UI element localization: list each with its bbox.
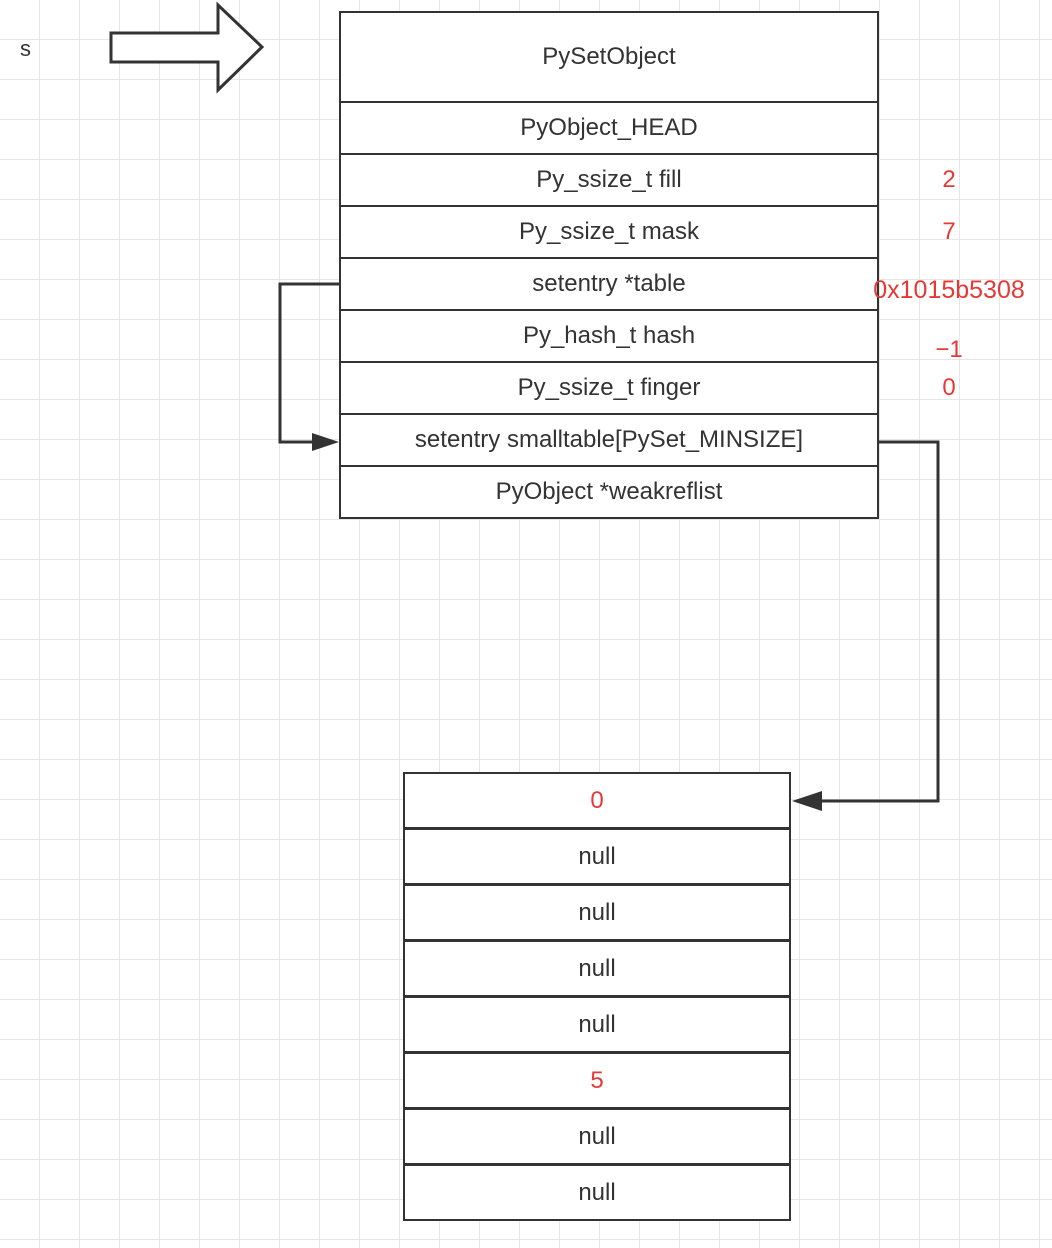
table-entry: 0 [403, 772, 791, 829]
smalltable-pointer-arrowhead-icon [792, 791, 822, 811]
variable-label: s [20, 36, 31, 61]
table-entry: null [403, 996, 791, 1053]
field-table: setentry *table [339, 257, 879, 311]
table-entry: null [403, 1164, 791, 1221]
table-entry: null [403, 828, 791, 885]
finger-value: 0 [942, 374, 956, 401]
hash-value: −1 [935, 336, 963, 363]
field-fill: Py_ssize_t fill [339, 153, 879, 207]
field-pyobject-head: PyObject_HEAD [339, 101, 879, 155]
mask-value: 7 [942, 218, 956, 245]
table-entry: null [403, 884, 791, 941]
field-hash: Py_hash_t hash [339, 309, 879, 363]
smalltable-pointer-line [818, 440, 940, 803]
field-mask: Py_ssize_t mask [339, 205, 879, 259]
fill-value: 2 [942, 166, 956, 193]
table-entry: null [403, 1108, 791, 1165]
pointer-arrow-icon [109, 1, 265, 94]
table-address-value: 0x1015b5308 [873, 276, 1025, 304]
table-pointer-arrowhead-icon [312, 433, 339, 451]
struct-title: PySetObject [339, 11, 879, 103]
table-pointer-line [278, 282, 339, 444]
field-weakreflist: PyObject *weakreflist [339, 465, 879, 519]
table-entry: 5 [403, 1052, 791, 1109]
field-finger: Py_ssize_t finger [339, 361, 879, 415]
table-entry: null [403, 940, 791, 997]
field-smalltable: setentry smalltable[PySet_MINSIZE] [339, 413, 879, 467]
